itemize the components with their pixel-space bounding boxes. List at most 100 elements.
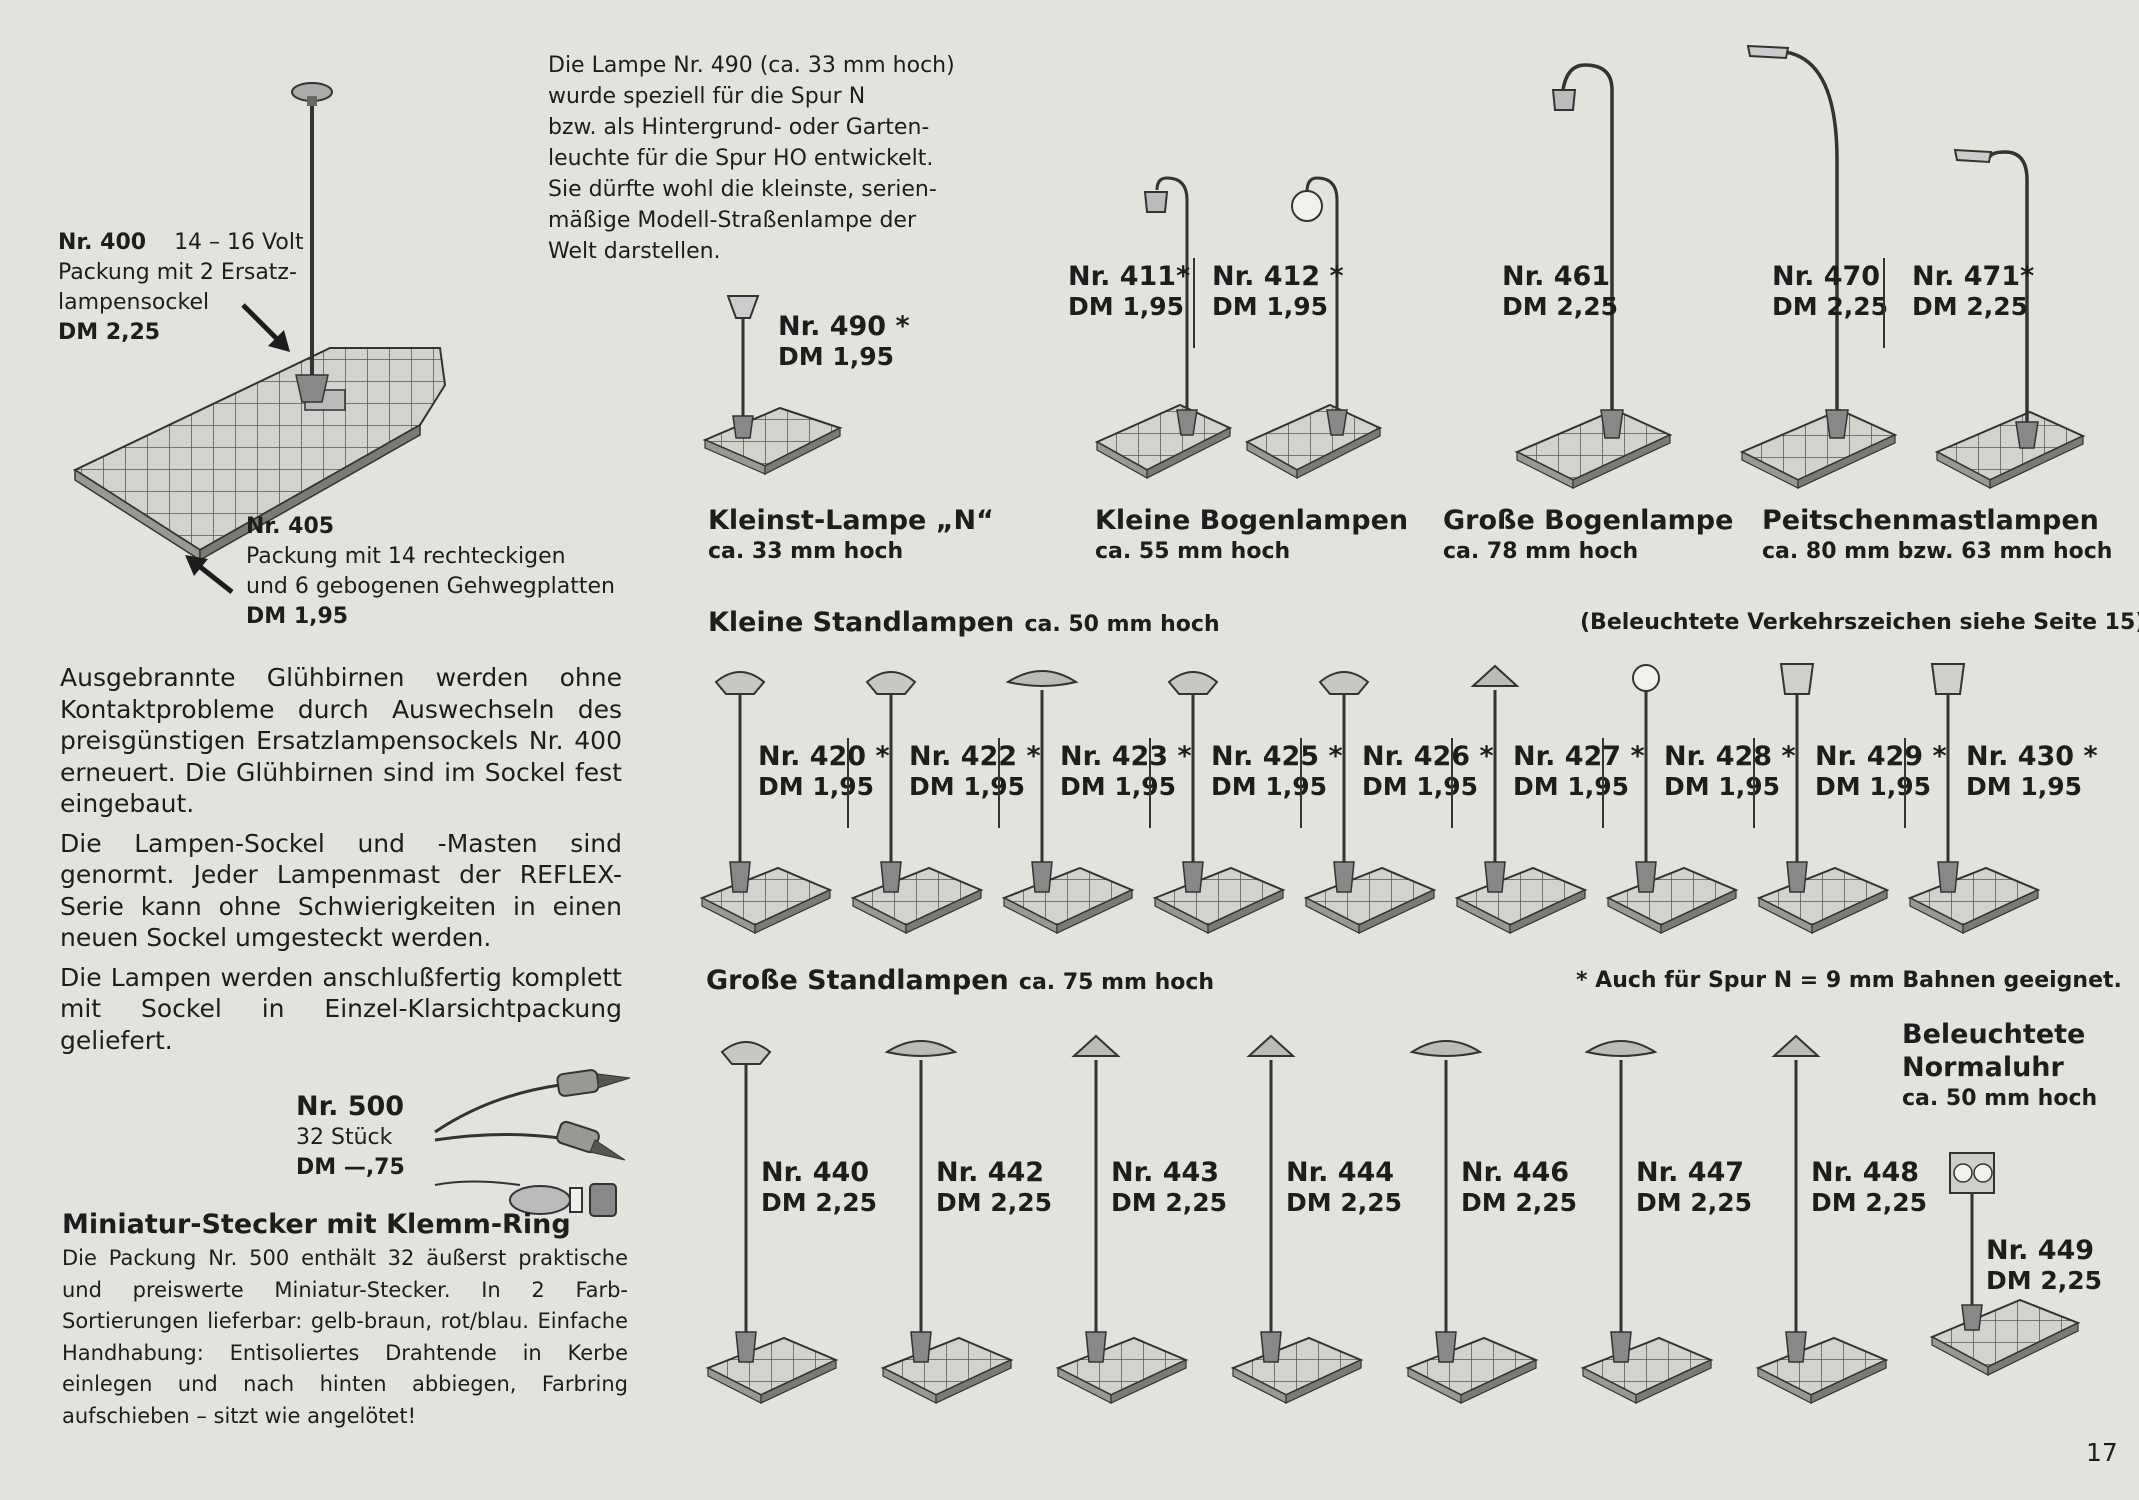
uhr-title: Normaluhr	[1902, 1052, 2064, 1083]
item-price: DM 1,95	[909, 772, 1026, 801]
intro-line: wurde speziell für die Spur N	[548, 84, 866, 109]
verkehrszeichen-note: (Beleuchtete Verkehrszeichen siehe Seite…	[1580, 610, 2139, 635]
kleine-standlampe-illustration	[1152, 671, 1286, 934]
kleine-standlampe-illustration	[699, 671, 833, 934]
kleine-standlampe-price: Nr. 423 *DM 1,95	[1060, 742, 1192, 802]
paragraph-lieferung: Die Lampen werden anschlußfertig komplet…	[60, 962, 622, 1055]
item-price: DM 1,95	[1068, 292, 1185, 321]
section-height: ca. 50 mm hoch	[1024, 612, 1220, 637]
grosse-standlampe-illustration	[1405, 1040, 1539, 1404]
item-price: DM 1,95	[1362, 772, 1479, 801]
item-nr: Nr. 420 *	[758, 741, 890, 772]
stecker-section: Miniatur-Stecker mit Klemm-Ring Die Pack…	[62, 1208, 628, 1432]
section-height: ca. 75 mm hoch	[1018, 970, 1215, 995]
kleine-standlampe-illustration	[1907, 663, 2041, 934]
item-400-desc2: lampensockel	[58, 290, 210, 315]
grosse-standlampen-heading: Große Standlampen ca. 75 mm hoch	[706, 964, 1214, 998]
caption-grosse-bogenlampe: Große Bogenlampe ca. 78 mm hoch	[1443, 504, 1733, 567]
plug-illustration	[434, 1069, 631, 1217]
item-price: DM 2,25	[1111, 1188, 1228, 1217]
item-price: DM 2,25	[1912, 292, 2029, 321]
item-405-label: Nr. 405 Packung mit 14 rechteckigen und …	[246, 512, 615, 632]
grosse-standlampe-illustration	[1055, 1034, 1189, 1404]
item-nr: Nr. 429 *	[1815, 741, 1947, 772]
item-449-price: Nr. 449 DM 2,25	[1986, 1236, 2102, 1296]
item-price: DM 1,95	[778, 342, 895, 371]
caption-sub: ca. 78 mm hoch	[1443, 539, 1639, 564]
kleine-standlampe-illustration	[1454, 664, 1588, 934]
info-text: Ausgebrannte Glühbirnen werden ohne Kont…	[60, 662, 622, 1056]
item-price: DM 1,95	[1211, 772, 1328, 801]
item-405-desc2: und 6 gebogenen Gehwegplatten	[246, 574, 615, 599]
item-470-price: Nr. 470 DM 2,25	[1772, 262, 1888, 322]
intro-line: Die Lampe Nr. 490 (ca. 33 mm hoch)	[548, 53, 955, 78]
item-price: DM 2,25	[1502, 292, 1619, 321]
grosse-standlampe-illustration	[880, 1040, 1014, 1404]
separator	[1602, 738, 1604, 828]
lamp-490-illustration	[702, 295, 843, 475]
item-price: DM 1,95	[1513, 772, 1630, 801]
kleine-standlampe-illustration	[1001, 670, 1135, 934]
item-price: DM 2,25	[1636, 1188, 1753, 1217]
item-405-nr: Nr. 405	[246, 514, 335, 539]
caption-peitschenmastlampen: Peitschenmastlampen ca. 80 mm bzw. 63 mm…	[1762, 504, 2112, 567]
lamp-470-illustration	[1739, 44, 1898, 489]
item-price: DM 2,25	[1461, 1188, 1578, 1217]
stecker-text: Die Packung Nr. 500 enthält 32 äußerst p…	[62, 1246, 628, 1428]
item-nr: Nr. 411*	[1068, 261, 1191, 292]
stecker-title: Miniatur-Stecker mit Klemm-Ring	[62, 1209, 571, 1240]
item-nr: Nr. 500	[296, 1091, 405, 1122]
lamp-471-illustration	[1934, 148, 2086, 489]
item-400-volt: 14 – 16 Volt	[174, 230, 304, 255]
item-nr: Nr. 442	[936, 1157, 1045, 1188]
kleine-standlampe-illustration	[850, 671, 984, 934]
section-title: Kleine Standlampen	[708, 607, 1015, 638]
caption-sub: ca. 80 mm bzw. 63 mm hoch	[1762, 539, 2113, 564]
grosse-standlampe-illustration	[1580, 1040, 1714, 1404]
kleine-standlampe-price: Nr. 422 *DM 1,95	[909, 742, 1041, 802]
item-price: DM 2,25	[1286, 1188, 1403, 1217]
item-nr: Nr. 412 *	[1212, 261, 1344, 292]
lamp-449-illustration	[1929, 1152, 2081, 1377]
item-price: DM 1,95	[1212, 292, 1329, 321]
separator	[1451, 738, 1453, 828]
item-price: DM 2,25	[1772, 292, 1889, 321]
grosse-standlampe-illustration	[1755, 1034, 1889, 1404]
kleine-standlampe-price: Nr. 426 *DM 1,95	[1362, 742, 1494, 802]
page-number: 17	[2086, 1438, 2118, 1467]
item-nr: Nr. 426 *	[1362, 741, 1494, 772]
caption-kleinst-lampe: Kleinst-Lampe „N“ ca. 33 mm hoch	[708, 504, 994, 567]
lamp-412-illustration	[1244, 176, 1383, 480]
item-nr: Nr. 440	[761, 1157, 870, 1188]
item-400-label: Nr. 400 14 – 16 Volt Packung mit 2 Ersat…	[58, 228, 304, 348]
item-nr: Nr. 471*	[1912, 261, 2035, 292]
kleine-standlampe-price: Nr. 428 *DM 1,95	[1664, 742, 1796, 802]
kleine-standlampen-heading: Kleine Standlampen ca. 50 mm hoch	[708, 606, 1220, 640]
intro-line: mäßige Modell-Straßenlampe der	[548, 208, 916, 233]
item-400-desc1: Packung mit 2 Ersatz-	[58, 260, 297, 285]
uhr-sub: ca. 50 mm hoch	[1902, 1086, 2098, 1111]
item-nr: Nr. 447	[1636, 1157, 1745, 1188]
caption-sub: ca. 33 mm hoch	[708, 539, 904, 564]
item-nr: Nr. 430 *	[1966, 741, 2098, 772]
item-nr: Nr. 427 *	[1513, 741, 1645, 772]
item-nr: Nr. 425 *	[1211, 741, 1343, 772]
separator	[1753, 738, 1755, 828]
item-nr: Nr. 422 *	[909, 741, 1041, 772]
item-price: DM 2,25	[1986, 1266, 2103, 1295]
item-nr: Nr. 444	[1286, 1157, 1395, 1188]
intro-line: Welt darstellen.	[548, 239, 721, 264]
intro-line: leuchte für die Spur HO entwickelt.	[548, 146, 934, 171]
item-471-price: Nr. 471* DM 2,25	[1912, 262, 2034, 322]
caption-kleine-bogenlampen: Kleine Bogenlampen ca. 55 mm hoch	[1095, 504, 1408, 567]
lamp-461-illustration	[1514, 63, 1673, 489]
sidewalk-plates-illustration	[72, 82, 447, 562]
kleine-standlampe-price: Nr. 430 *DM 1,95	[1966, 742, 2098, 802]
item-nr: Nr. 446	[1461, 1157, 1570, 1188]
item-qty: 32 Stück	[296, 1125, 393, 1150]
grosse-standlampe-illustration	[705, 1041, 839, 1404]
